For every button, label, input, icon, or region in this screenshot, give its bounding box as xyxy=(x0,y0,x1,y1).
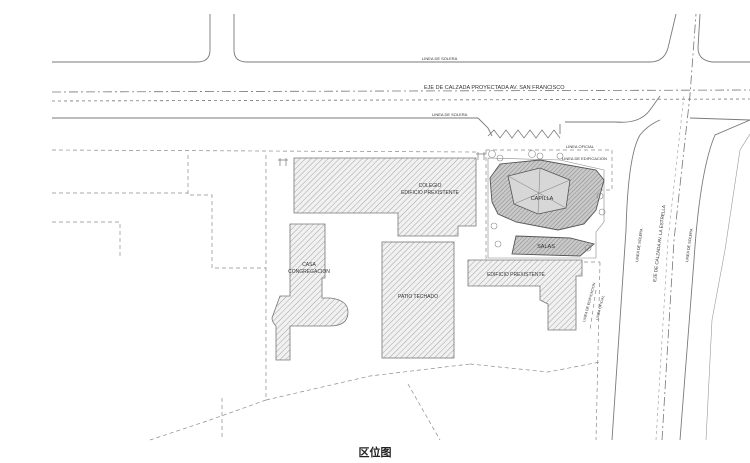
building-colegio xyxy=(293,157,477,237)
label-colegio: COLEGIO xyxy=(419,183,442,189)
building-patio-techado xyxy=(381,241,455,359)
building-edificio-prexistente xyxy=(467,259,583,331)
middle-curb-line xyxy=(52,95,750,139)
site-markers xyxy=(278,152,486,166)
label-linea-solera-r2: LINEA DE SOLERA xyxy=(685,228,694,262)
building-capilla xyxy=(489,159,605,231)
building-salas xyxy=(511,235,595,257)
road-axis-san-francisco xyxy=(51,89,750,102)
figure-caption: 区位图 xyxy=(358,446,392,459)
la-estrella-street xyxy=(611,13,750,441)
label-linea-solera-mid: LINEA DE SOLERA xyxy=(432,112,468,117)
label-eje-san-francisco: EJE DE CALZADA PROYECTADA AV. SAN FRANCI… xyxy=(424,85,565,91)
label-congregacion: CONGREGACION xyxy=(288,269,330,275)
project-site-outline xyxy=(487,157,605,259)
label-capilla: CAPILLA xyxy=(531,196,554,202)
label-eje-la-estrella: EJE DE CALZADA AV. LA ESTRELLA xyxy=(652,204,667,282)
top-curb-blocks xyxy=(52,13,750,63)
label-linea-solera-r1: LINEA DE SOLERA xyxy=(635,228,644,262)
building-casa-congregacion xyxy=(271,223,349,361)
official-line xyxy=(51,149,612,153)
property-boundaries xyxy=(52,150,613,441)
label-edificio-prexistente: EDIFICIO PREXISTENTE xyxy=(487,272,545,278)
trees xyxy=(488,150,606,252)
label-linea-oficial-v: LINEA OFICIAL xyxy=(595,295,605,320)
label-linea-edificacion-v: LINEA DE EDIFICACION xyxy=(582,282,596,322)
label-patio-techado: PATIO TECHADO xyxy=(398,294,438,300)
label-linea-edificacion: LINEA DE EDIFICACION xyxy=(562,156,607,161)
label-salas: SALAS xyxy=(537,244,555,250)
label-colegio-sub: EDIFICIO PREXISTENTE xyxy=(401,190,459,196)
label-linea-oficial: LINEA OFICIAL xyxy=(566,144,595,149)
label-linea-solera-top: LINEA DE SOLERA xyxy=(422,56,458,61)
label-casa: CASA xyxy=(302,262,316,268)
